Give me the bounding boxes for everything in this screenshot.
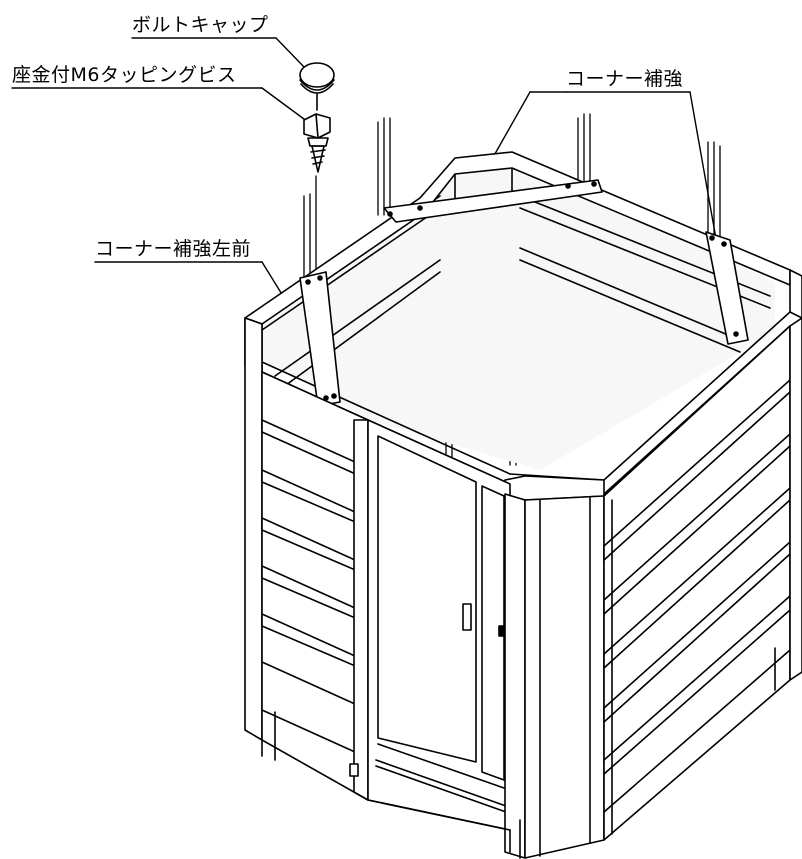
left-wall xyxy=(244,317,369,801)
label-corner-reinforce-left-front: コーナー補強左前 xyxy=(95,238,252,260)
front-door-panel xyxy=(367,419,511,831)
door-handle-icon xyxy=(462,603,472,631)
label-tapping-screw: 座金付M6タッピングビス xyxy=(12,64,237,86)
corner-reinforce-left-front xyxy=(299,271,341,407)
bolt-cap-icon xyxy=(299,62,335,111)
right-wall xyxy=(603,317,802,841)
interior-back-walls xyxy=(261,159,775,470)
label-bolt-cap: ボルトキャップ xyxy=(132,14,269,36)
corner-reinforce-back xyxy=(383,179,603,223)
corner-reinforce-right xyxy=(705,231,749,345)
corner-post xyxy=(504,493,605,859)
base-frame xyxy=(367,799,521,859)
tapping-screw-icon xyxy=(303,113,331,173)
label-corner-reinforce: コーナー補強 xyxy=(566,68,684,90)
